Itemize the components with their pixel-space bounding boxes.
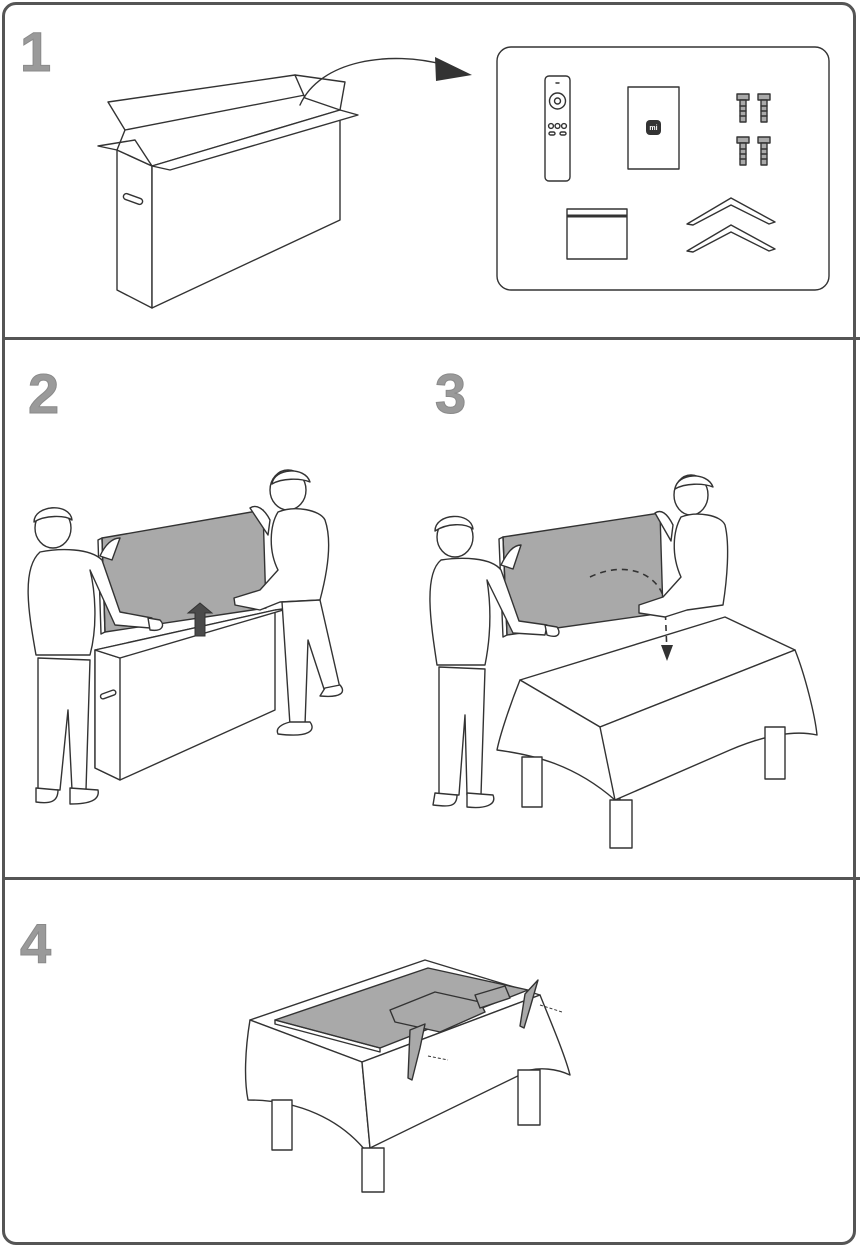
step-number-2: 2	[28, 366, 59, 422]
step-number-1: 1	[20, 24, 51, 80]
table-icon	[497, 617, 817, 848]
screws-icon	[734, 92, 778, 168]
stand-legs-icon	[683, 195, 779, 255]
remote-icon	[543, 75, 573, 183]
manual-icon: mi	[627, 86, 681, 171]
arrow-icon	[430, 55, 475, 85]
step-number-4: 4	[20, 916, 51, 972]
section-divider	[2, 877, 860, 880]
tv-panel-icon	[503, 513, 663, 635]
step3-illustration	[425, 465, 825, 855]
section-divider	[2, 337, 860, 340]
step2-illustration	[20, 460, 360, 820]
step-number-3: 3	[435, 366, 466, 422]
document-icon	[565, 207, 629, 261]
step4-illustration	[240, 950, 580, 1200]
svg-text:mi: mi	[649, 125, 657, 132]
box-icon	[90, 70, 370, 315]
